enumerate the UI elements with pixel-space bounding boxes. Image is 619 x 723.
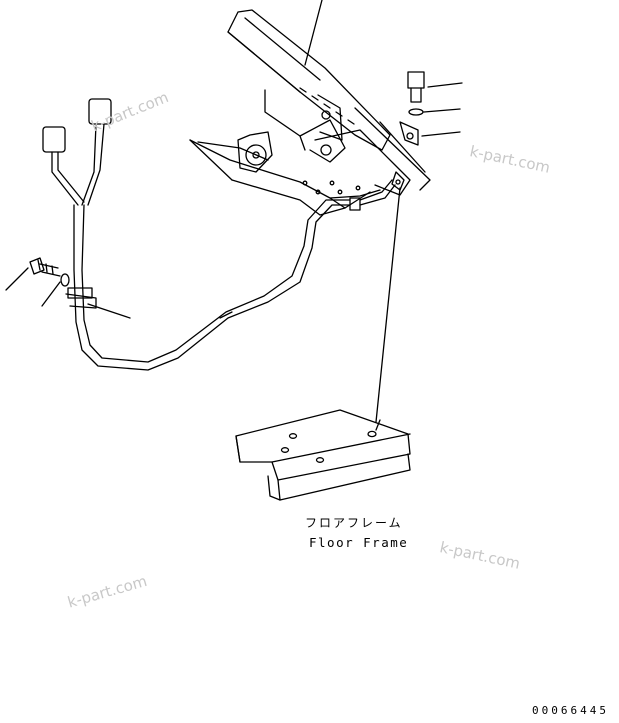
floor-frame-label-en: Floor Frame — [309, 535, 409, 550]
clamp-bolt-group — [29, 257, 70, 287]
pedal-assembly — [189, 9, 431, 216]
leader-lines — [5, 0, 463, 423]
floor-frame — [235, 409, 411, 501]
sensor-bolt-group — [391, 71, 425, 191]
floor-frame-label-jp: フロアフレーム — [305, 516, 403, 530]
drawing-code: 00066445 — [532, 704, 609, 717]
wiring-harness — [42, 98, 396, 371]
